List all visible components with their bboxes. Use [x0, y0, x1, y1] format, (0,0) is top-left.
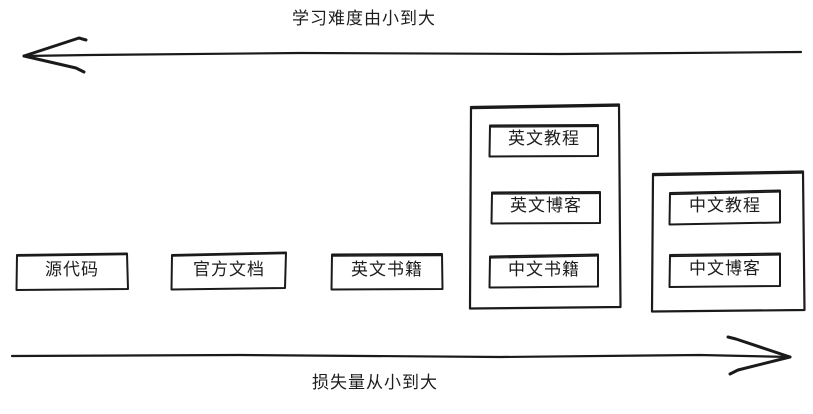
- bottom-axis-label: 损失量从小到大: [312, 373, 438, 393]
- node-label: 中文教程: [689, 196, 761, 216]
- node-source-code[interactable]: 源代码: [15, 252, 129, 291]
- node-official-docs[interactable]: 官方文档: [170, 251, 288, 291]
- node-english-tutorial[interactable]: 英文教程: [488, 123, 600, 158]
- node-label: 英文教程: [508, 129, 580, 149]
- bottom-arrow: [10, 335, 792, 376]
- node-chinese-blog[interactable]: 中文博客: [668, 252, 782, 289]
- node-english-books[interactable]: 英文书籍: [330, 252, 444, 291]
- node-chinese-books[interactable]: 中文书籍: [488, 253, 600, 289]
- node-label: 中文博客: [689, 259, 761, 279]
- node-label: 官方文档: [193, 259, 265, 280]
- top-axis-label: 学习难度由小到大: [292, 9, 436, 29]
- node-chinese-tutorial[interactable]: 中文教程: [668, 189, 782, 226]
- node-label: 源代码: [45, 260, 99, 280]
- top-arrow: [22, 36, 803, 74]
- node-english-blog[interactable]: 英文博客: [490, 190, 602, 225]
- node-label: 中文书籍: [508, 259, 580, 280]
- node-label: 英文书籍: [351, 260, 423, 280]
- node-label: 英文博客: [510, 196, 582, 216]
